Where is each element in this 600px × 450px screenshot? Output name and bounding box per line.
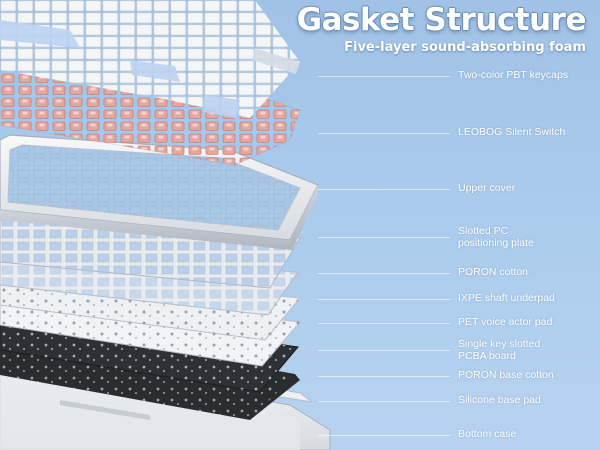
callout-label: Bottom case (458, 428, 517, 440)
callout-pc-plate: Slotted PC positioning plate (0, 225, 600, 249)
callout-pcba: Single key slotted PCBA board (0, 338, 600, 362)
callout-leader-line (318, 76, 450, 77)
callout-leader-line (318, 376, 450, 377)
callout-ixpe: IXPE shaft underpad (0, 292, 600, 304)
callout-switch: LEOBOG Silent Switch (0, 126, 600, 138)
callout-label: Upper cover (458, 182, 516, 194)
callout-label: Two-color PBT keycaps (458, 69, 569, 81)
callout-leader-line (318, 323, 450, 324)
callout-keycaps: Two-color PBT keycaps (0, 69, 600, 81)
callout-label: PORON cotton (458, 266, 529, 278)
callout-silicone-pad: Silicone base pad (0, 394, 600, 406)
page-title: Gasket Structure (296, 2, 587, 38)
callout-leader-line (318, 237, 450, 238)
callout-leader-line (318, 299, 450, 300)
callout-label: Slotted PC positioning plate (458, 225, 534, 249)
page-subtitle: Five-layer sound-absorbing foam (344, 40, 586, 55)
callout-leader-line (318, 435, 450, 436)
keycaps-layer (0, 0, 300, 118)
callout-leader-line (318, 401, 450, 402)
callout-upper-cover: Upper cover (0, 182, 600, 194)
callout-bottom-case: Bottom case (0, 428, 600, 440)
callout-label: LEOBOG Silent Switch (458, 126, 566, 138)
callout-leader-line (318, 189, 450, 190)
callout-poron-base: PORON base cotton (0, 369, 600, 381)
callout-label: PET voice actor pad (458, 316, 553, 328)
callout-leader-line (318, 133, 450, 134)
callout-pet-pad: PET voice actor pad (0, 316, 600, 328)
callout-leader-line (318, 273, 450, 274)
callout-label: PORON base cotton (458, 369, 554, 381)
callout-label: IXPE shaft underpad (458, 292, 555, 304)
callout-label: Silicone base pad (458, 394, 541, 406)
callout-label: Single key slotted PCBA board (458, 338, 541, 362)
callout-poron-cotton: PORON cotton (0, 266, 600, 278)
callout-leader-line (318, 350, 450, 351)
